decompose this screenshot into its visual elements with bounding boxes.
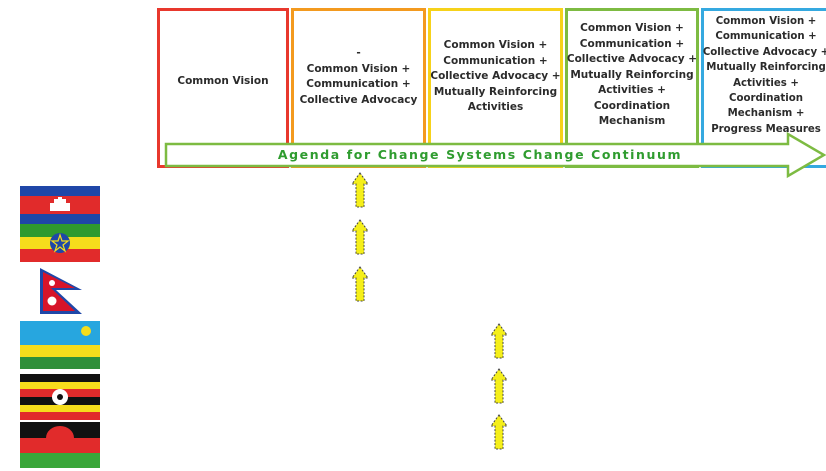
stage-mutually-reinforcing: Common Vision + Communication + Collecti…: [565, 8, 699, 168]
stage-line: Communication +: [443, 54, 548, 67]
progress-up-arrow: [490, 414, 508, 450]
stage-line: Collective Advocacy +: [430, 70, 561, 83]
stage-line: Common Vision +: [715, 16, 817, 27]
stage-line: Collective Advocacy +: [566, 53, 698, 65]
continuum-label: Agenda for Change Systems Change Continu…: [277, 147, 683, 162]
stage-text: Common Vision + Communication + Collecti…: [564, 21, 700, 130]
stage-line: Collective Advocacy: [299, 93, 418, 106]
stage-line: Mutually Reinforcing: [706, 62, 826, 74]
stage-line: Activities: [467, 101, 524, 114]
stage-text: Common Vision: [174, 74, 271, 90]
progress-up-arrow: [490, 323, 508, 359]
malawi-flag: [20, 422, 100, 468]
uganda-flag: [20, 374, 100, 420]
progress-up-arrow: [351, 172, 369, 208]
stage-collective-advocacy: Common Vision + Communication + Collecti…: [428, 8, 563, 168]
stage-line: Communication +: [715, 31, 817, 43]
stage-common-vision: Common Vision: [157, 8, 289, 168]
progress-up-arrow: [351, 266, 369, 302]
stage-text: Common Vision + Communication + Collecti…: [700, 14, 826, 137]
continuum-arrow-shape: [164, 131, 826, 179]
stage-line: Mutually Reinforcing: [433, 85, 558, 98]
stage-line: Communication +: [579, 37, 685, 50]
cambodia-flag: [20, 186, 100, 224]
stage-communication: - Common Vision + Communication + Collec…: [291, 8, 426, 168]
stage-line: Collective Advocacy +: [702, 46, 826, 58]
stage-line: Common Vision +: [306, 62, 411, 75]
stage-line: Mechanism: [598, 115, 666, 127]
stage-line: -: [356, 47, 361, 59]
stage-line: Progress Measures: [711, 123, 821, 135]
progress-up-arrow: [490, 368, 508, 404]
progress-up-arrow: [351, 219, 369, 255]
stage-line: Mechanism +: [727, 108, 805, 120]
stage-text: - Common Vision + Communication + Collec…: [297, 46, 421, 108]
stage-line: Common Vision +: [443, 39, 548, 52]
stage-line: Activities +: [598, 84, 666, 96]
stage-line: Communication +: [306, 78, 411, 90]
stage-line: Coordination: [728, 93, 804, 105]
stage-progress-measures: Common Vision + Communication + Collecti…: [701, 8, 826, 168]
continuum-arrow: [164, 131, 826, 179]
stage-line: Coordination: [593, 99, 671, 112]
stage-text: Common Vision + Communication + Collecti…: [427, 38, 563, 116]
rwanda-flag: [20, 321, 100, 369]
stage-line: Activities +: [733, 77, 799, 89]
stage-line: Mutually Reinforcing: [570, 68, 694, 81]
stage-line: Common Vision: [177, 75, 269, 88]
stage-line: Common Vision +: [580, 22, 684, 34]
nepal-flag: [38, 266, 86, 316]
ethiopia-flag: [20, 224, 100, 262]
